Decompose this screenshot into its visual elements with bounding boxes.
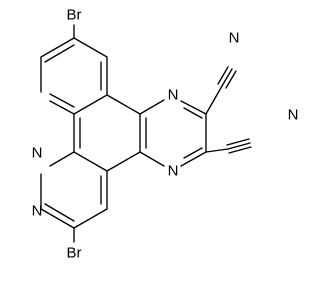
bond (40, 208, 75, 229)
bond (49, 100, 75, 115)
atom-labels: Br Br N N N N N N (32, 7, 299, 262)
atom-label-n-nitrile-top: N (229, 30, 240, 47)
bond (227, 142, 251, 150)
bond (73, 94, 108, 115)
bond (221, 68, 233, 87)
bond (44, 44, 75, 63)
bond (180, 151, 207, 167)
bond (73, 208, 108, 229)
bond (228, 146, 252, 154)
bond (40, 37, 75, 58)
bond (73, 37, 108, 58)
atom-label-br-bottom: Br (67, 245, 82, 262)
bond (217, 66, 229, 85)
bond (139, 151, 165, 167)
bond (49, 93, 75, 108)
bond (226, 138, 250, 146)
atom-label-n-pyrazine-bottom: N (168, 163, 179, 180)
bond (49, 151, 75, 167)
atom-label-br-top: Br (67, 7, 82, 24)
bond (183, 107, 203, 119)
bond (73, 151, 108, 172)
bond (106, 94, 141, 115)
bond (180, 100, 207, 115)
bond (183, 147, 203, 159)
bond (139, 99, 165, 115)
bond (205, 148, 229, 153)
bond (205, 85, 223, 115)
bond (106, 151, 141, 172)
bond (44, 203, 75, 222)
chemical-structure-diagram: Br Br N N N N N N (32, 7, 299, 262)
atom-label-n-pyrazine-top: N (168, 87, 179, 104)
atom-label-n-nitrile-bottom: N (288, 107, 299, 124)
bond (225, 70, 237, 89)
atom-label-n-pyridine-left-bottom: N (32, 203, 43, 220)
atom-label-n-pyridine-left-top: N (32, 145, 43, 162)
bond-lines (40, 24, 252, 243)
